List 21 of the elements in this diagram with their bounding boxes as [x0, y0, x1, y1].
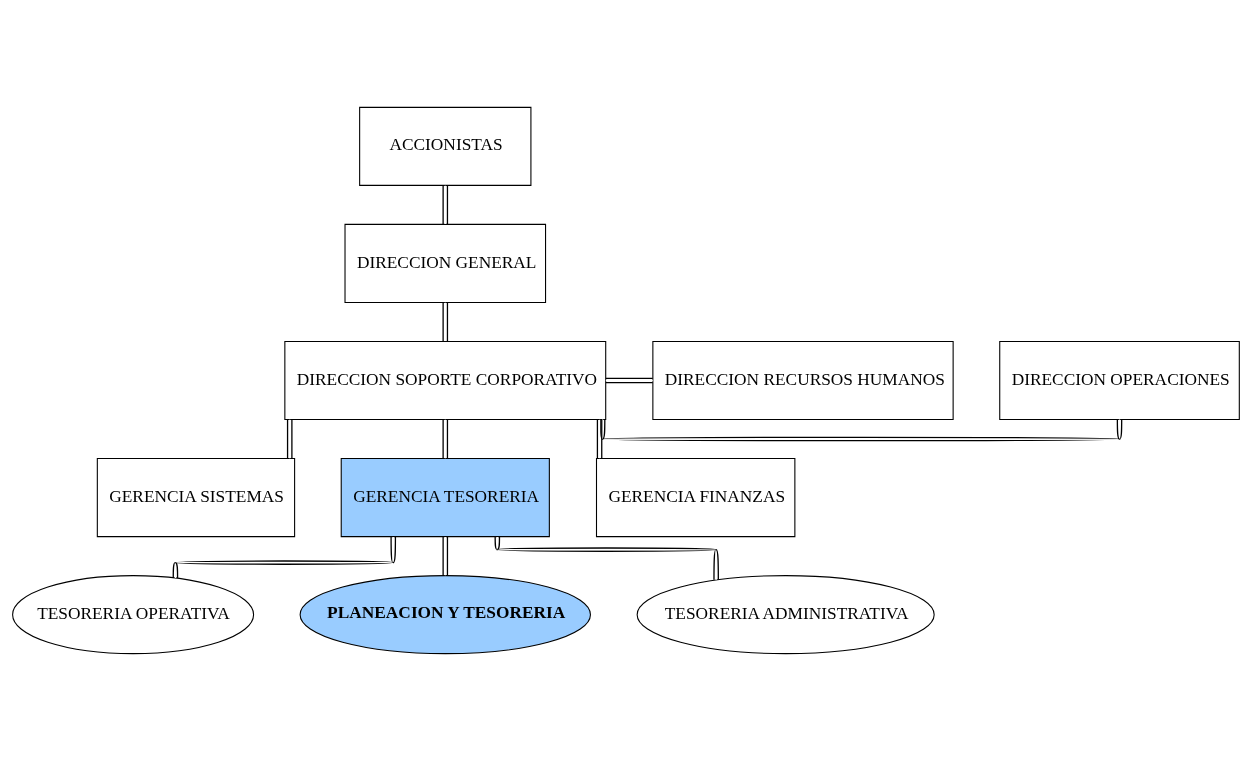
- connector: [442, 185, 449, 225]
- connector: [599, 418, 1123, 442]
- node-box: GERENCIA FINANZAS: [595, 458, 796, 538]
- connector: [286, 419, 293, 459]
- connector: [442, 302, 449, 342]
- node-ellipse: PLANEACION Y TESORERIA: [299, 575, 591, 655]
- connector: [442, 419, 449, 459]
- node-box: GERENCIA TESORERIA: [340, 458, 550, 538]
- node-box: DIRECCION SOPORTE CORPORATIVO: [284, 340, 607, 421]
- connector: [494, 536, 719, 581]
- connector: [172, 536, 397, 579]
- connector: [596, 419, 603, 459]
- node-box: DIRECCION RECURSOS HUMANOS: [652, 340, 954, 421]
- node-box: DIRECCION GENERAL: [344, 223, 547, 303]
- node-box: GERENCIA SISTEMAS: [96, 458, 296, 538]
- connector: [605, 377, 654, 384]
- node-ellipse: TESORERIA OPERATIVA: [12, 575, 255, 655]
- node-box: DIRECCION OPERACIONES: [999, 340, 1240, 421]
- node-box: ACCIONISTAS: [359, 106, 532, 186]
- connector: [442, 536, 449, 576]
- node-ellipse: TESORERIA ADMINISTRATIVA: [636, 575, 935, 655]
